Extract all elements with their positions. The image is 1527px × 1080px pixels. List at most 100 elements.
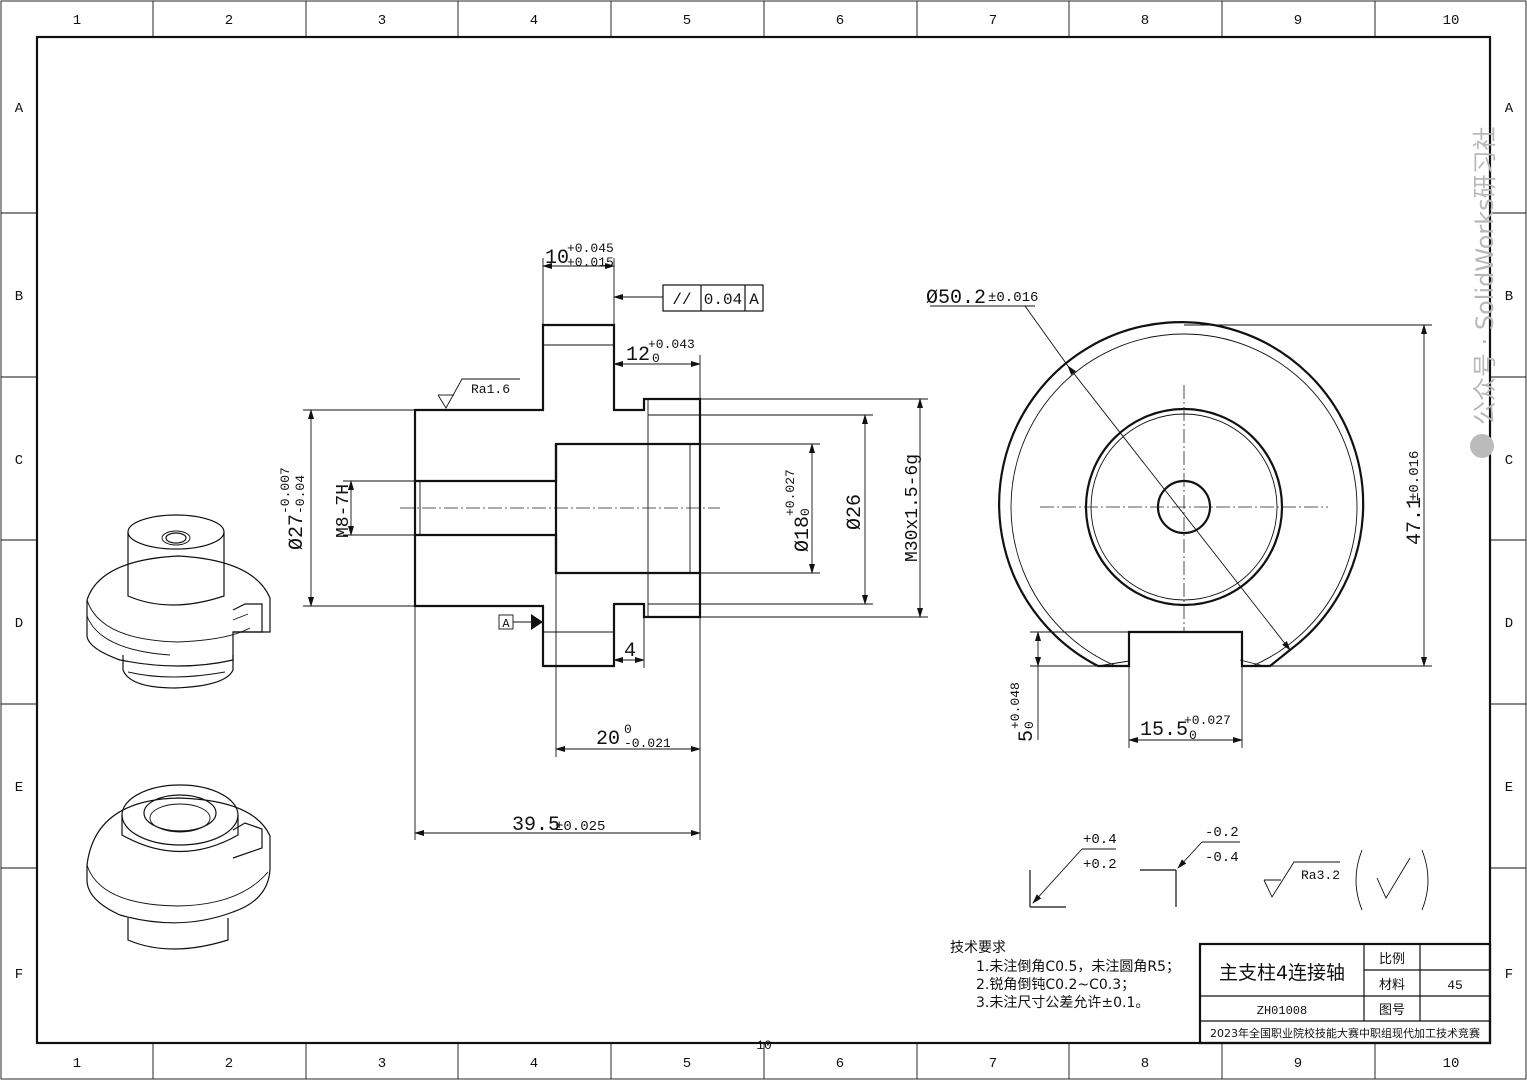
iso-view-top [86,514,271,689]
corner-upper: -0.2 [1205,825,1239,841]
dim-total-tol: ±0.025 [555,819,605,835]
watermark: 公众号 · SolidWorks研习社 [1470,126,1499,458]
chamfer-lower: +0.2 [1083,857,1117,873]
row-label: F [15,967,23,983]
dim-outer-dia-lower: -0.04 [293,475,308,514]
symbol-legend: +0.4 +0.2 -0.2 -0.4 Ra3.2 [1029,825,1429,911]
dim-thread-hole: M8-7H [334,484,354,538]
dim-step-upper: +0.043 [648,337,695,352]
dim-outer-dia-upper: -0.007 [278,467,293,514]
drawing-no-label: 图号 [1379,1003,1405,1018]
col-label: 6 [836,1056,844,1072]
dim-bore-upper: +0.027 [783,469,798,516]
dim-dia26: Ø26 [844,494,867,530]
competition: 2023年全国职业院校技能大赛中职组现代加工技术竞赛 [1210,1026,1480,1040]
row-label: A [15,101,24,117]
col-label: 10 [1443,1056,1460,1072]
parallelism-symbol: // [672,291,691,309]
col-label: 7 [989,1056,997,1072]
wechat-icon [1470,434,1494,458]
dim-top-lower: +0.015 [567,255,614,270]
row-label: D [1505,616,1513,632]
roughness-left: Ra1.6 [471,382,510,397]
column-labels-top: 1 2 3 4 5 6 7 8 9 10 [73,13,1460,29]
iso-view-bottom [86,784,271,950]
row-label: F [1505,967,1513,983]
dim-bore-lower: 0 [798,508,813,516]
row-label: E [15,780,23,796]
col-label: 5 [683,1056,691,1072]
end-dim-slot-width-lower: 0 [1189,728,1197,743]
end-dim-dia-base: Ø50.2 [926,287,986,310]
col-label: 4 [530,13,538,29]
parallelism-datum: A [749,291,759,309]
column-dividers [152,1,1376,1079]
col-label: 1 [73,1056,81,1072]
dim-bore-depth-lower: -0.021 [624,736,671,751]
col-label: 3 [378,13,386,29]
scale-label: 比例 [1379,952,1405,967]
dim-total-base: 39.5 [512,814,560,837]
section-view: 10 +0.045 +0.015 // 0.04 A 12 +0.043 0 R… [278,241,928,840]
watermark-text: 公众号 · SolidWorks研习社 [1471,126,1499,425]
col-label: 8 [1141,13,1149,29]
dim-groove: 4 [624,640,636,663]
row-label: B [1505,289,1513,305]
dim-thread: M30x1.5-6g [903,454,923,562]
datum-label: A [502,617,510,631]
end-dim-height-base: 47.1 [1404,497,1427,545]
parallelism-value: 0.04 [704,291,742,309]
col-label: 3 [378,1056,386,1072]
material-label: 材料 [1379,978,1405,993]
col-label: 7 [989,13,997,29]
end-dim-slot-depth-lower: 0 [1022,721,1037,729]
row-labels-left: A B C D E F [15,101,24,983]
row-label: B [15,289,23,305]
dim-bore-base: Ø18 [792,516,815,552]
col-label: 4 [530,1056,538,1072]
row-labels-right: A B C D E F [1505,101,1514,983]
col-label: 5 [683,13,691,29]
col-label: 10 [1443,13,1460,29]
part-name: 主支柱4连接轴 [1219,962,1345,984]
material-value: 45 [1447,978,1463,993]
bottom-center-mark: 10 [756,1038,772,1053]
column-labels-bottom: 1 2 3 4 5 6 7 8 9 10 10 [73,1038,1460,1072]
part-code: ZH01008 [1257,1004,1307,1018]
col-label: 2 [225,1056,233,1072]
title-block: 主支柱4连接轴 比例 材料 45 图号 ZH01008 2023年全国职业院校技… [1198,942,1492,1045]
tech-heading: 技术要求 [950,940,1006,956]
dim-top-upper: +0.045 [567,241,614,256]
tech-requirements: 技术要求 1.未注倒角C0.5，未注圆角R5； 2.锐角倒钝C0.2~C0.3；… [950,940,1180,1011]
end-dim-slot-depth-base: 5 [1016,730,1039,742]
dim-bore-depth-base: 20 [596,728,620,751]
row-label: C [15,453,23,469]
end-dim-slot-depth-upper: +0.048 [1008,682,1023,729]
col-label: 6 [836,13,844,29]
corner-lower: -0.4 [1205,850,1239,866]
col-label: 9 [1294,1056,1302,1072]
dim-outer-dia-base: Ø27 [286,514,309,550]
col-label: 2 [225,13,233,29]
end-dim-height-tol: ±0.016 [1407,451,1423,501]
end-dim-dia-tol: ±0.016 [988,290,1038,306]
row-label: D [15,616,23,632]
roughness-general: Ra3.2 [1301,868,1340,883]
col-label: 9 [1294,13,1302,29]
end-dim-slot-width-base: 15.5 [1140,719,1188,742]
dim-bore-depth-upper: 0 [624,722,632,737]
tech-item: 1.未注倒角C0.5，未注圆角R5； [976,959,1180,975]
dim-step-lower: 0 [652,351,660,366]
row-label: C [1505,453,1513,469]
col-label: 8 [1141,1056,1149,1072]
end-dim-slot-width-upper: +0.027 [1184,713,1231,728]
tech-item: 2.锐角倒钝C0.2~C0.3； [976,977,1135,993]
tech-item: 3.未注尺寸公差允许±0.1。 [976,995,1149,1011]
end-view: Ø50.2 ±0.016 47.1 ±0.016 5 +0.048 0 15.5… [926,287,1432,748]
col-label: 1 [73,13,81,29]
row-dividers [1,212,1526,869]
chamfer-upper: +0.4 [1083,832,1117,848]
row-label: A [1505,101,1514,117]
